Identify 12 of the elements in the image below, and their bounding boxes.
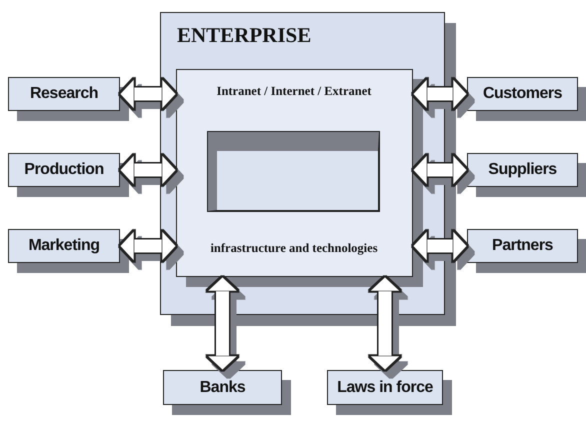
entity-label: Research (28, 85, 100, 103)
panel-heading: Intranet / Internet / Extranet (216, 84, 372, 98)
entity-label: Laws in force (336, 378, 434, 396)
entity-label: Banks (198, 378, 246, 396)
panel-footer: infrastructure and technologies (176, 240, 412, 256)
entity-label: Suppliers (487, 161, 558, 179)
entity-label: Partners (491, 237, 554, 255)
entity-label: Customers (482, 85, 564, 103)
empty-box (208, 132, 379, 211)
panel-title: ENTERPRISE (177, 23, 312, 48)
entity-label: Marketing (27, 237, 101, 255)
entity-label: Production (23, 161, 105, 179)
